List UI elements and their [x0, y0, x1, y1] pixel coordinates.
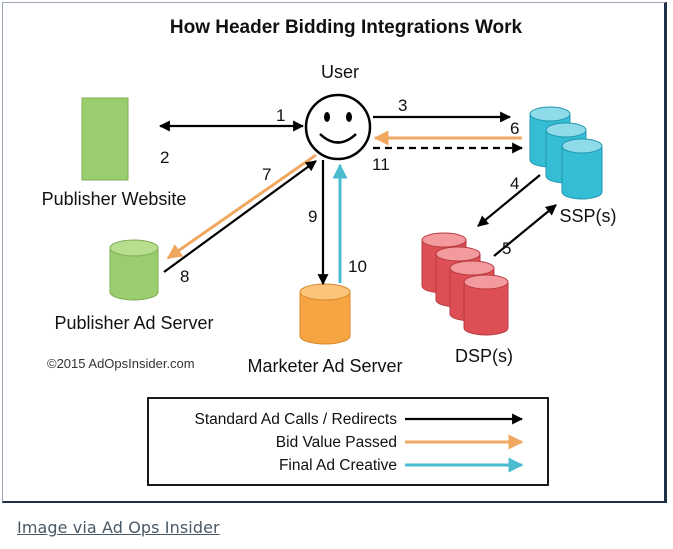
step-9: 9	[308, 207, 317, 226]
step-1: 1	[276, 106, 285, 125]
dsp-cylinders-icon	[421, 232, 509, 336]
marketer-ad-server-label: Marketer Ad Server	[247, 356, 402, 376]
header-bidding-diagram: How Header Bidding Integrations Work Use…	[42, 17, 617, 486]
legend-label-standard: Standard Ad Calls / Redirects	[195, 411, 398, 428]
copyright-text: ©2015 AdOpsInsider.com	[47, 356, 195, 371]
arrow-5	[493, 204, 557, 257]
arrow-4	[477, 174, 541, 227]
arrow-7	[166, 153, 317, 260]
step-2: 2	[160, 148, 169, 167]
user-label: User	[321, 62, 359, 82]
publisher-website-label: Publisher Website	[42, 189, 187, 209]
user-smiley-icon	[304, 93, 372, 161]
arrow-8	[163, 160, 317, 273]
step-10: 10	[348, 257, 367, 276]
marketer-ad-server-cylinder-icon	[299, 283, 351, 345]
ssp-cylinders-icon	[529, 106, 603, 200]
publisher-website-page-icon	[81, 97, 129, 181]
step-8: 8	[180, 267, 189, 286]
step-6: 6	[510, 119, 519, 138]
legend-label-bid: Bid Value Passed	[276, 434, 397, 451]
ssp-label: SSP(s)	[559, 206, 616, 226]
step-7: 7	[262, 165, 271, 184]
step-4: 4	[510, 174, 519, 193]
legend-label-creative: Final Ad Creative	[279, 457, 397, 474]
step-11: 11	[372, 155, 390, 174]
publisher-ad-server-label: Publisher Ad Server	[54, 313, 213, 333]
image-source-link[interactable]: Image via Ad Ops Insider	[17, 518, 220, 537]
step-5: 5	[502, 239, 511, 258]
step-3: 3	[398, 96, 407, 115]
diagram-title: How Header Bidding Integrations Work	[170, 17, 523, 38]
dsp-label: DSP(s)	[455, 346, 513, 366]
publisher-ad-server-cylinder-icon	[109, 239, 159, 301]
